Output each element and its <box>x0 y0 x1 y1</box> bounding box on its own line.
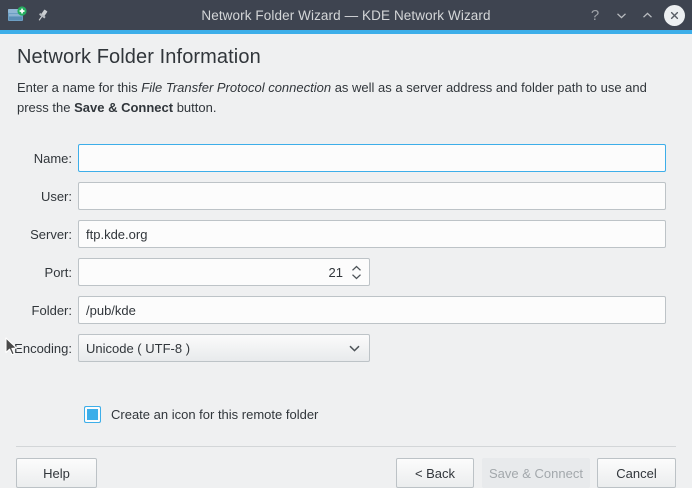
folder-label: Folder: <box>31 302 72 318</box>
accent-stripe <box>0 30 692 34</box>
create-icon-checkbox-label: Create an icon for this remote folder <box>111 407 319 422</box>
form-row-folder: Folder: /pub/kde <box>0 296 666 324</box>
cancel-button[interactable]: Cancel <box>597 458 676 488</box>
user-input[interactable] <box>78 182 666 210</box>
form-row-name: Name: <box>0 144 666 172</box>
chevron-down-icon[interactable] <box>609 3 633 27</box>
chevron-up-icon[interactable] <box>635 3 659 27</box>
description-part1: Enter a name for this <box>17 80 142 95</box>
server-input[interactable]: ftp.kde.org <box>78 220 666 248</box>
name-input[interactable] <box>78 144 666 172</box>
dialog-content: Network Folder Information Enter a name … <box>0 34 692 488</box>
port-value: 21 <box>328 264 343 280</box>
folder-input[interactable]: /pub/kde <box>78 296 666 324</box>
form-row-port: Port: 21 <box>0 258 370 286</box>
window-controls: ? <box>583 0 685 30</box>
description-emphasis: File Transfer Protocol connection <box>141 80 332 95</box>
page-description: Enter a name for this File Transfer Prot… <box>17 78 672 118</box>
spinner-down-icon <box>352 273 361 279</box>
encoding-value: Unicode ( UTF-8 ) <box>86 340 191 356</box>
form-row-server: Server: ftp.kde.org <box>0 220 666 248</box>
help-icon[interactable]: ? <box>590 6 600 24</box>
create-icon-checkbox[interactable] <box>84 406 101 423</box>
description-part2: as well as a server address and folder p… <box>17 80 647 115</box>
save-connect-button[interactable]: Save & Connect <box>482 458 590 488</box>
help-button[interactable]: Help <box>16 458 97 488</box>
form-row-encoding: Encoding: Unicode ( UTF-8 ) <box>0 334 370 362</box>
description-strong: Save & Connect <box>74 100 174 115</box>
chevron-down-icon <box>349 345 360 352</box>
back-button[interactable]: < Back <box>396 458 474 488</box>
name-label: Name: <box>33 150 72 166</box>
pin-icon[interactable] <box>35 8 50 23</box>
create-icon-checkbox-row[interactable]: Create an icon for this remote folder <box>84 406 318 423</box>
spinner-up-icon <box>352 265 361 271</box>
close-icon[interactable] <box>664 4 685 26</box>
titlebar-left-icons <box>0 6 50 24</box>
form-row-user: User: <box>0 182 666 210</box>
network-folder-add-icon <box>7 6 27 24</box>
spinner-arrows[interactable] <box>351 259 362 285</box>
encoding-select[interactable]: Unicode ( UTF-8 ) <box>78 334 370 362</box>
port-spinner[interactable]: 21 <box>78 258 370 286</box>
user-label: User: <box>40 188 72 204</box>
description-part3: button. <box>173 100 217 115</box>
encoding-label: Encoding: <box>14 340 72 356</box>
port-label: Port: <box>44 264 72 280</box>
title-bar[interactable]: Network Folder Wizard — KDE Network Wiza… <box>0 0 692 30</box>
server-label: Server: <box>30 226 72 242</box>
footer-separator <box>16 446 676 447</box>
page-title: Network Folder Information <box>17 46 261 68</box>
